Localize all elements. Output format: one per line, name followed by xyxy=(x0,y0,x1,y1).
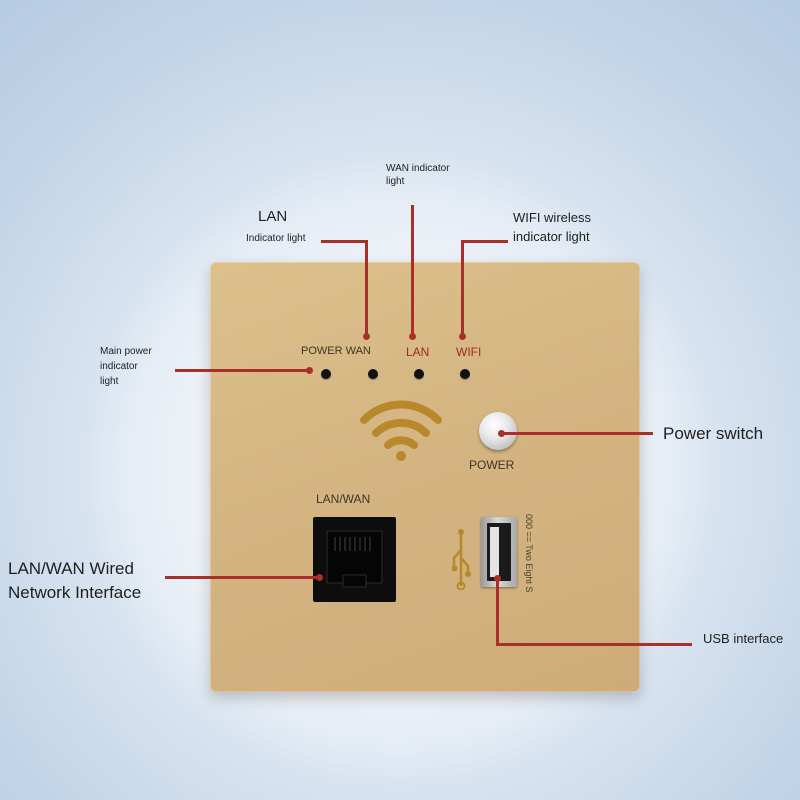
usb-port-opening xyxy=(487,523,511,581)
wifi-icon xyxy=(360,400,442,461)
wan-leader-end xyxy=(409,333,416,340)
wan-indicator-line2: light xyxy=(386,176,405,187)
panel-power-label: POWER xyxy=(469,458,515,472)
panel-lan-label: LAN xyxy=(406,345,430,359)
power-switch-callout: Power switch xyxy=(663,424,764,443)
usb-port-tongue xyxy=(490,527,499,577)
wifi-indicator-line1: WIFI wireless xyxy=(513,210,591,225)
lan-wan-leader xyxy=(165,576,321,579)
main-power-line3: light xyxy=(100,376,119,387)
main-power-leader xyxy=(175,369,310,372)
panel-lan-wan-label: LAN/WAN xyxy=(316,492,371,506)
wifi-indicator-line2: indicator light xyxy=(513,229,590,244)
power-switch-leader xyxy=(502,432,653,435)
lan-indicator-title: LAN xyxy=(258,208,288,225)
lan-leader-v xyxy=(365,240,368,336)
power-led xyxy=(321,369,331,379)
panel-power-wan-label: POWER WAN xyxy=(301,345,371,357)
lan-indicator-sub: Indicator light xyxy=(246,233,306,244)
usb-side-text: 000 == Two Eight S xyxy=(524,514,534,593)
usb-leader-end xyxy=(494,575,501,582)
usb-interface-callout: USB interface xyxy=(703,631,784,646)
lan-leader-h xyxy=(321,240,368,243)
power-switch-leader-end xyxy=(498,430,505,437)
lan-wan-wired-callout: LAN/WAN Wired Network Interface xyxy=(8,557,141,605)
lan-leader-end xyxy=(363,333,370,340)
wifi-led xyxy=(460,369,470,379)
lan-led xyxy=(414,369,424,379)
panel-wifi-label: WIFI xyxy=(456,345,482,359)
rj45-port[interactable] xyxy=(313,517,396,602)
wan-indicator-line1: WAN indicator xyxy=(386,163,450,174)
wifi-leader-end xyxy=(459,333,466,340)
usb-symbol-icon xyxy=(452,529,471,590)
lan-wan-wired-line1: LAN/WAN Wired xyxy=(8,559,134,578)
wan-led xyxy=(368,369,378,379)
wan-indicator-callout: WAN indicator light xyxy=(386,162,450,188)
main-power-leader-end xyxy=(306,367,313,374)
rj45-socket-icon xyxy=(326,530,383,588)
wan-leader-v xyxy=(411,205,414,336)
wifi-leader-v xyxy=(461,240,464,336)
wall-router-panel xyxy=(210,262,640,692)
main-power-callout: Main power indicator light xyxy=(100,344,152,389)
main-power-line2: indicator xyxy=(100,361,138,372)
wifi-leader-h xyxy=(461,240,508,243)
usb-leader-h xyxy=(496,643,692,646)
wifi-indicator-callout: WIFI wireless indicator light xyxy=(513,208,591,246)
lan-wan-wired-line2: Network Interface xyxy=(8,583,142,602)
usb-leader-v xyxy=(496,578,499,646)
lan-wan-leader-end xyxy=(316,574,323,581)
main-power-line1: Main power xyxy=(100,346,152,357)
